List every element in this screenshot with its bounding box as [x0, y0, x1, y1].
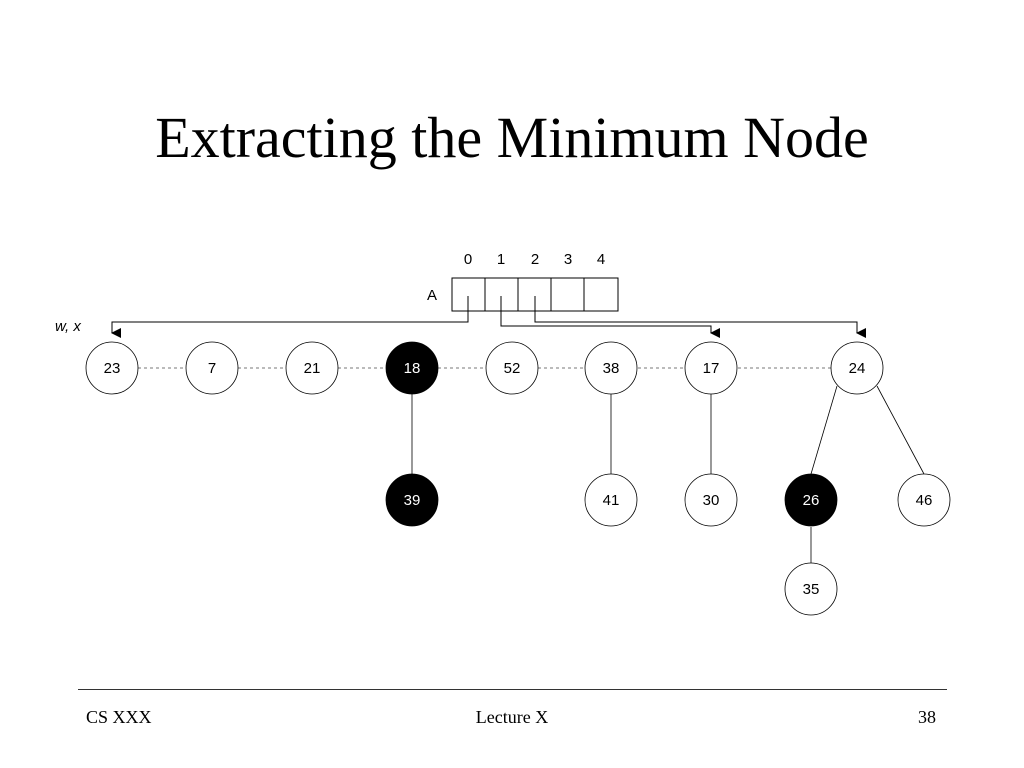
heap-node-17: 17 — [684, 341, 738, 395]
pointer-arrow-index-1 — [500, 296, 720, 338]
node-key: 26 — [803, 492, 820, 509]
array-index-3: 3 — [564, 251, 572, 268]
array-index-0: 0 — [464, 251, 472, 268]
heap-node-35: 35 — [784, 562, 838, 616]
node-circle — [897, 473, 951, 527]
array-index-2: 2 — [531, 251, 539, 268]
tree-edges — [411, 385, 925, 563]
footer-divider — [78, 689, 947, 690]
node-circle — [784, 562, 838, 616]
node-key: 38 — [603, 360, 620, 377]
node-circle — [385, 473, 439, 527]
node-key: 52 — [504, 360, 521, 377]
array-index-1: 1 — [497, 251, 505, 268]
node-key: 21 — [304, 360, 321, 377]
footer-lecture: Lecture X — [475, 707, 549, 727]
heap-node-18: 18 — [385, 341, 439, 395]
array-pointers — [111, 296, 866, 338]
node-circle — [584, 341, 638, 395]
array-cell-4 — [583, 277, 619, 312]
heap-node-38: 38 — [584, 341, 638, 395]
heap-node-23: 23 — [85, 341, 139, 395]
node-key: 17 — [703, 360, 720, 377]
heap-node-39: 39 — [385, 473, 439, 527]
tree-edge-24-26 — [810, 385, 838, 475]
tree-edge-24-46 — [876, 385, 925, 475]
node-circle — [85, 341, 139, 395]
node-circle — [385, 341, 439, 395]
node-key: 24 — [849, 360, 866, 377]
array-index-labels: 0 1 2 3 4 — [464, 251, 605, 268]
array-cell-3 — [550, 277, 585, 312]
node-circle — [830, 341, 884, 395]
heap-node-41: 41 — [584, 473, 638, 527]
heap-node-46: 46 — [897, 473, 951, 527]
node-key: 39 — [404, 492, 421, 509]
node-circle — [285, 341, 339, 395]
node-key: 41 — [603, 492, 620, 509]
root-list-nodes: 23 7 21 18 52 38 17 24 — [85, 341, 884, 395]
heap-node-21: 21 — [285, 341, 339, 395]
node-key: 7 — [208, 360, 216, 377]
child-nodes: 39 41 30 26 46 35 — [385, 473, 951, 616]
node-circle — [784, 473, 838, 527]
node-circle — [185, 341, 239, 395]
pointer-arrow-index-2 — [534, 296, 866, 338]
node-key: 23 — [104, 360, 121, 377]
node-circle — [584, 473, 638, 527]
heap-node-24: 24 — [830, 341, 884, 395]
heap-node-26: 26 — [784, 473, 838, 527]
heap-node-52: 52 — [485, 341, 539, 395]
footer-course: CS XXX — [86, 707, 152, 727]
slide-title: Extracting the Minimum Node — [155, 105, 869, 170]
node-key: 46 — [916, 492, 933, 509]
node-circle — [684, 341, 738, 395]
pointer-arrow-index-0 — [111, 296, 469, 338]
node-key: 30 — [703, 492, 720, 509]
node-key: 18 — [404, 360, 421, 377]
node-circle — [684, 473, 738, 527]
pointer-label: w, x — [55, 318, 81, 335]
heap-node-7: 7 — [185, 341, 239, 395]
array-index-4: 4 — [597, 251, 605, 268]
footer-page-number: 38 — [918, 707, 936, 727]
node-circle — [485, 341, 539, 395]
array-label: A — [427, 287, 437, 304]
heap-node-30: 30 — [684, 473, 738, 527]
node-key: 35 — [803, 581, 820, 598]
